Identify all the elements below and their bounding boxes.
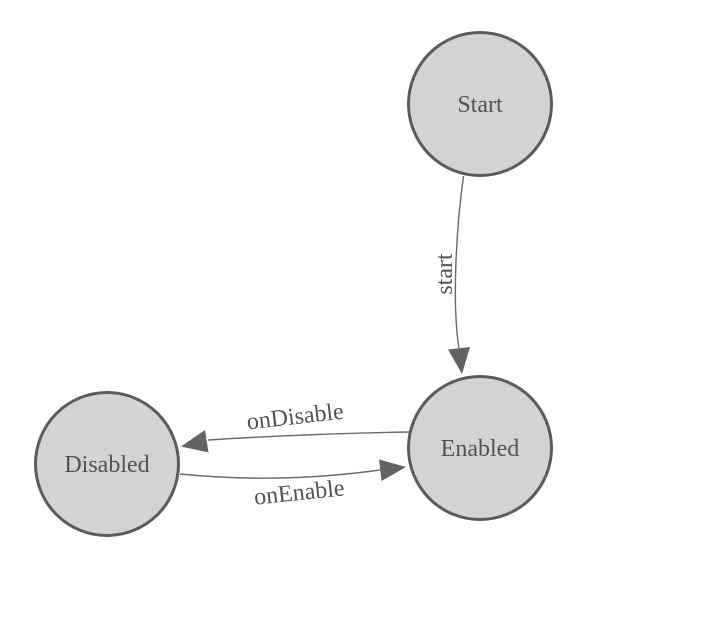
- edge-line-ondisable: [207, 431, 410, 441]
- node-enabled: Enabled: [407, 375, 553, 521]
- arrowhead-down-icon: [448, 347, 470, 374]
- node-start: Start: [407, 31, 553, 177]
- edge-disabled-to-enabled: onEnable: [179, 459, 406, 511]
- edge-label-onenable: onEnable: [253, 475, 346, 510]
- edge-start-to-enabled: start: [432, 175, 470, 374]
- state-label-disabled: Disabled: [64, 452, 149, 478]
- arrowhead-left-icon: [181, 430, 209, 453]
- edge-label-ondisable: onDisable: [245, 399, 345, 436]
- arrowhead-right-icon: [379, 459, 406, 481]
- state-circle-enabled: [407, 375, 553, 521]
- state-label-enabled: Enabled: [441, 436, 520, 462]
- state-label-start: Start: [457, 92, 503, 118]
- state-circle-start: [407, 31, 553, 177]
- edge-line-onenable: [179, 469, 381, 479]
- node-disabled: Disabled: [34, 391, 180, 537]
- edge-line-start: [454, 175, 465, 349]
- state-circle-disabled: [34, 391, 180, 537]
- edge-label-start: start: [432, 253, 458, 295]
- edge-enabled-to-disabled: onDisable: [181, 399, 410, 453]
